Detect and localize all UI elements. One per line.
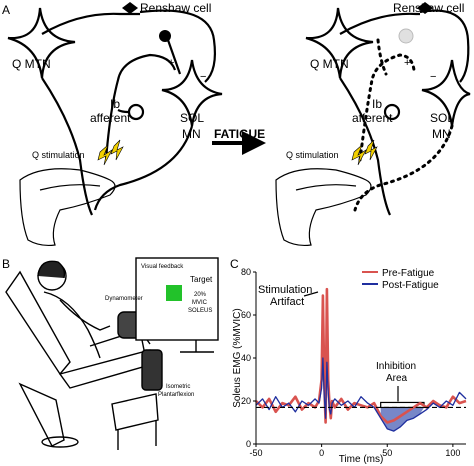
right-q-mtn-neuron (305, 7, 374, 79)
chair-foot (41, 436, 79, 448)
right-q-stim-label: Q stimulation (286, 150, 339, 160)
right-stim-bolt-2 (364, 139, 378, 161)
left-ib-label-2: afferent (90, 111, 131, 125)
dynamometer-label: Dynamometer (105, 296, 143, 302)
isometric-label-2: Plantarflexion (158, 392, 195, 398)
artifact-pointer (303, 291, 319, 297)
left-circuit (7, 7, 223, 247)
y-tick-label: 0 (246, 439, 251, 449)
right-plus-sign: + (404, 57, 411, 69)
left-q-mtn-label: Q MTN (12, 57, 51, 71)
monitor-target-line-2: MVIC (192, 300, 207, 306)
inhibition-area-label-1: Inhibition (376, 361, 417, 372)
panel-a-letter: A (2, 3, 11, 17)
q-axon-loop (41, 12, 140, 35)
right-minus-sign: − (430, 71, 437, 83)
legend-label: Pre-Fatigue (382, 268, 435, 279)
ib-branch (117, 109, 129, 114)
left-minus-sign: − (200, 71, 207, 83)
isometric-label-1: Isometric (166, 384, 191, 390)
right-renshaw-loop (419, 9, 470, 83)
sol-mn-neuron (161, 59, 223, 127)
leg-muscle-line (39, 184, 101, 191)
chair-back (5, 270, 71, 376)
left-q-stim-label: Q stimulation (32, 150, 85, 160)
left-ib-label-1: Ib (110, 97, 121, 111)
right-stim-bolt-1 (351, 144, 367, 166)
monitor-target-label: Target (190, 275, 213, 284)
x-tick-label: -50 (249, 448, 262, 458)
stimulation-artifact-label-1: Stimulation (258, 284, 313, 296)
foot-plate (141, 349, 163, 391)
x-tick-label: 100 (445, 448, 460, 458)
monitor-target-line-1: 20% (194, 292, 207, 298)
left-stim-bolt-1 (97, 144, 113, 166)
leg-outline (19, 168, 116, 247)
x-tick-label: 0 (319, 448, 324, 458)
y-tick-label: 20 (241, 396, 251, 406)
panel-b-letter: B (2, 257, 11, 271)
y-axis-label: Soleus EMG (%MVIC) (232, 308, 243, 407)
right-leg-outline (275, 168, 372, 247)
stimulation-artifact-label-2: Artifact (270, 296, 305, 308)
legend-label: Post-Fatigue (382, 280, 439, 291)
renshaw-link (166, 39, 182, 75)
person-torso (43, 291, 101, 359)
right-ib-afferent-path (358, 53, 416, 162)
right-q-axon-down (339, 77, 392, 216)
panel-c-letter: C (230, 257, 239, 271)
left-renshaw-label: Renshaw cell (140, 1, 212, 15)
series-line-post-fatigue (255, 357, 467, 432)
y-tick-label: 40 (241, 353, 251, 363)
ib-afferent-path (104, 53, 177, 161)
chair-base (18, 382, 65, 447)
inhibition-area-label-2: Area (386, 373, 408, 384)
renshaw-loop (139, 9, 217, 83)
monitor-green-bar (166, 285, 182, 301)
right-leg-muscle-line (295, 184, 357, 191)
left-stim-bolt-2 (110, 139, 124, 161)
right-renshaw-link (376, 38, 388, 76)
right-circuit (275, 7, 471, 247)
inhibition-area-fill (380, 407, 424, 432)
right-ib-label-1: Ib (372, 97, 383, 111)
left-plus-sign: + (168, 57, 175, 69)
right-ib-terminal (383, 103, 401, 121)
y-tick-label: 60 (241, 310, 251, 320)
left-sol-label-1: SOL (180, 111, 205, 125)
q-mtn-neuron (7, 7, 76, 79)
right-q-mtn-label: Q MTN (310, 57, 349, 71)
monitor-target-line-3: SOLEUS (188, 308, 213, 314)
right-renshaw-diamond (417, 2, 433, 14)
q-axon-down (41, 77, 94, 216)
right-sol-axon (353, 124, 454, 212)
x-axis-label: Time (ms) (339, 454, 384, 465)
x-tick-label: 50 (382, 448, 392, 458)
ib-terminal (127, 103, 145, 121)
left-sol-label-2: MN (182, 127, 201, 141)
dynamometer-stand (111, 393, 159, 431)
right-renshaw-label: Renshaw cell (393, 1, 465, 15)
visual-feedback-label: Visual feedback (141, 264, 184, 270)
right-sol-label-2: MN (432, 127, 451, 141)
right-sol-mn-neuron (421, 59, 471, 127)
right-renshaw-cell (398, 28, 414, 44)
right-sol-label-1: SOL (430, 111, 455, 125)
right-ib-label-2: afferent (352, 111, 393, 125)
left-renshaw-cell (159, 30, 171, 42)
y-tick-label: 80 (241, 267, 251, 277)
left-renshaw-diamond (122, 2, 138, 14)
person-arm (59, 299, 111, 331)
series-line-pre-fatigue (255, 287, 467, 424)
right-q-axon-loop (339, 12, 420, 35)
fatigue-label: FATIGUE (214, 127, 266, 141)
person-hair (37, 260, 66, 279)
